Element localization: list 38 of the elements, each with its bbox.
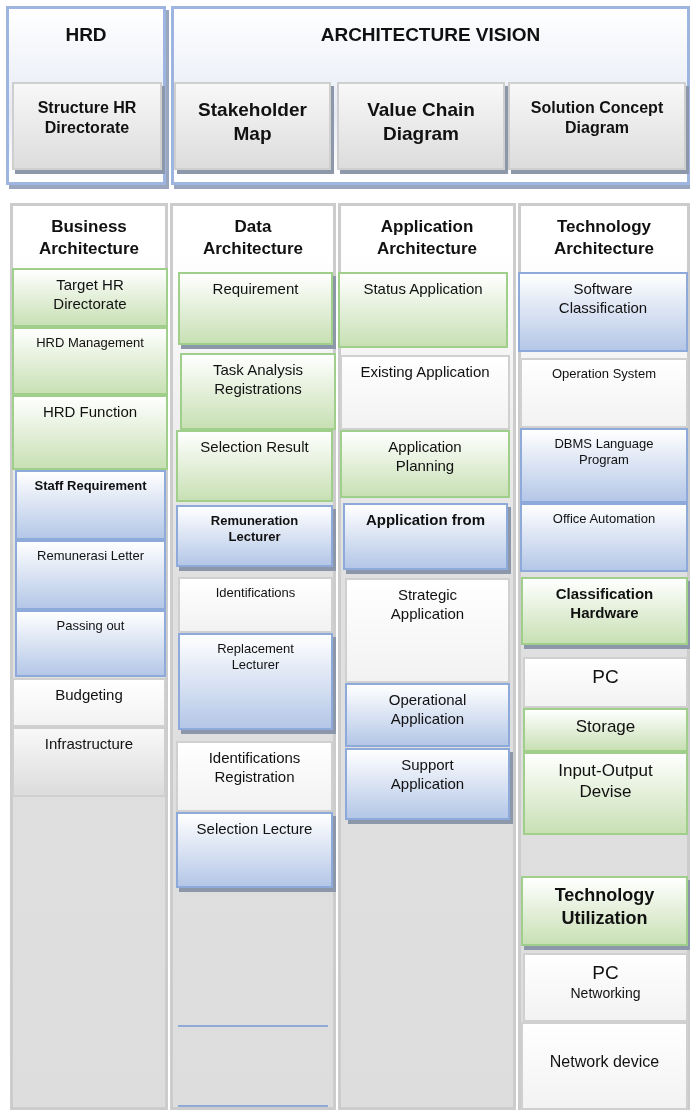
item-box: Office Automation [520, 503, 688, 572]
item-box: Status Application [338, 272, 508, 348]
item-subtitle: Networking [569, 984, 642, 1003]
item-box: Task Analysis Registrations [180, 353, 336, 430]
item-title: PC [591, 961, 620, 985]
panel-heading: HRD [64, 23, 108, 47]
column-panel [170, 203, 336, 1110]
item-box: Budgeting [12, 678, 166, 727]
item-box: Selection Result [176, 430, 333, 502]
item-box: Operational Application [345, 683, 510, 747]
item-box: HRD Management [12, 327, 168, 395]
item-box: HRD Function [12, 395, 168, 470]
item-box: Software Classification [518, 272, 688, 352]
item-box: Input-Output Devise [523, 752, 688, 835]
item-box: Existing Application [340, 355, 510, 430]
item-box: Storage [523, 708, 688, 752]
column-panel [518, 203, 690, 1110]
panel-heading: ARCHITECTURE VISION [319, 23, 542, 47]
item-box: Remunerasi Letter [15, 540, 166, 610]
item-box: Passing out [15, 610, 166, 677]
item-box: Application Planning [340, 430, 510, 498]
item-box: Strategic Application [345, 578, 510, 683]
item-box: DBMS Language Program [520, 428, 688, 503]
item-box: Identifications [178, 577, 333, 633]
item-box: Target HR Directorate [12, 268, 168, 327]
item-box: Network device [521, 1022, 688, 1110]
item-box: Operation System [520, 358, 688, 428]
panel-heading: Application Architecture [375, 216, 479, 261]
column-panel [338, 203, 516, 1110]
item-box [523, 953, 688, 1022]
item-box: PC [523, 657, 688, 708]
panel-heading: Data Architecture [201, 216, 305, 261]
panel-heading: Business Architecture [37, 216, 141, 261]
item-box: Infrastructure [12, 727, 166, 797]
category-box: Staff Requirement [15, 470, 166, 540]
panel-heading: Technology Architecture [552, 216, 656, 261]
item-box: Identifications Registration [176, 741, 333, 812]
column-panel [10, 203, 168, 1110]
